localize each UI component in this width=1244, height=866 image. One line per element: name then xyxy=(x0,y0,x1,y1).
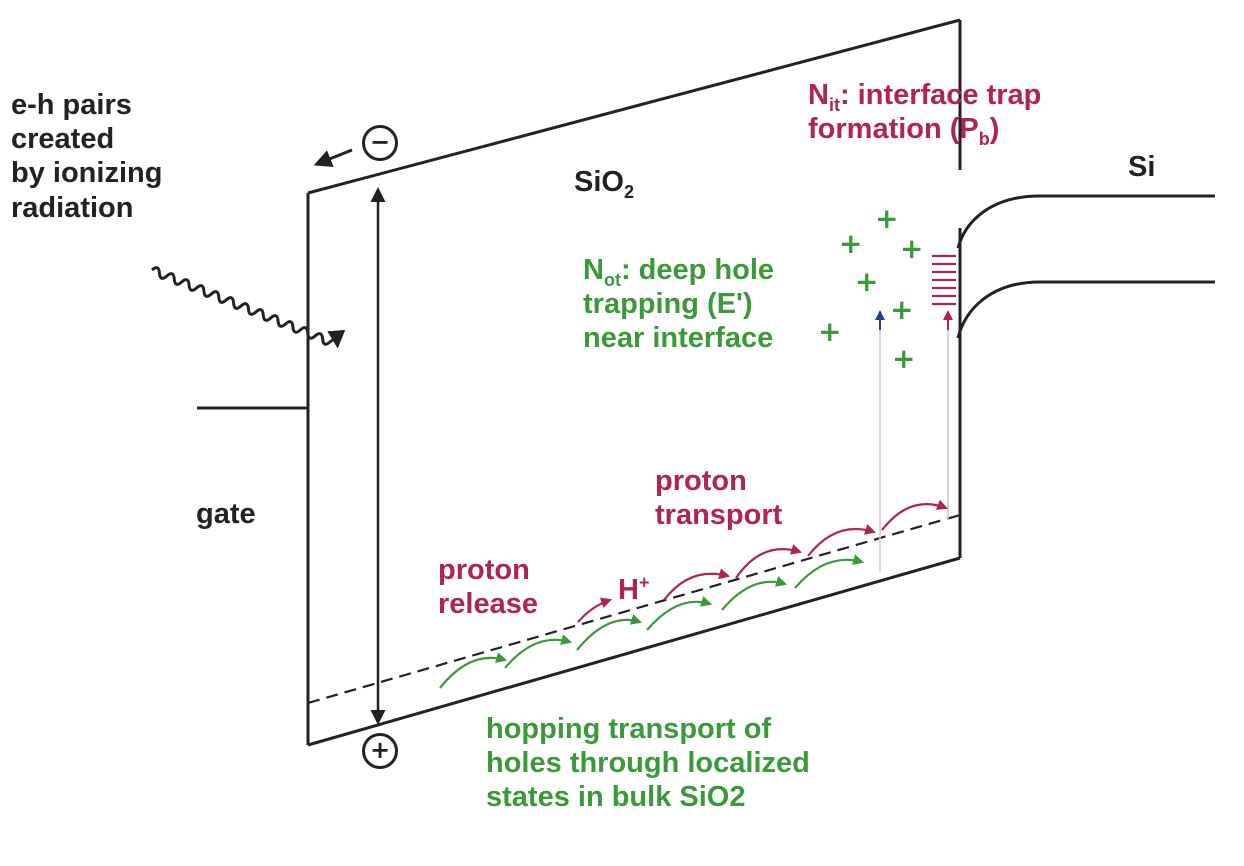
deep-hole-trapping-label: Not: deep hole trapping (E') near interf… xyxy=(583,254,775,355)
proton-transport-label: proton transport xyxy=(655,465,783,532)
oxide-valence-band xyxy=(307,556,961,747)
electron-charge-icon: − xyxy=(362,125,398,161)
interface-trap-label: Nit: interface trap formation (Pb) xyxy=(808,79,1042,150)
trapped-hole-plus-icon: + xyxy=(890,293,914,326)
radiation-wave-arrow xyxy=(151,266,346,349)
interface-trap-levels xyxy=(932,254,956,306)
silicon-valence-band xyxy=(956,280,1215,339)
trapped-hole-plus-icon: + xyxy=(875,202,899,235)
gate-label: gate xyxy=(196,498,256,530)
trapped-hole-plus-icon: + xyxy=(892,342,916,375)
trapped-hole-plus-icon: + xyxy=(855,265,879,298)
localized-state-level xyxy=(307,513,961,705)
oxide-conduction-band xyxy=(307,18,961,195)
hopping-transport-label: hopping transport of holes through local… xyxy=(486,713,810,814)
hole-hopping-arrows xyxy=(439,554,865,689)
trapped-hole-plus-icon: + xyxy=(818,315,842,348)
trapped-hole-plus-icon: + xyxy=(900,232,924,265)
proton-release-label: proton release xyxy=(438,554,538,621)
sio2-label: SiO2 xyxy=(574,166,634,202)
proton-hopping-arrows xyxy=(577,499,949,623)
silicon-conduction-band xyxy=(956,194,1215,249)
eh-pairs-label: e-h pairs created by ionizing radiation xyxy=(11,89,163,224)
hydrogen-ion-label: H+ xyxy=(618,572,650,606)
trapped-hole-plus-icon: + xyxy=(839,227,863,260)
electron-escape-arrow xyxy=(313,148,353,168)
hole-charge-icon: + xyxy=(362,733,398,769)
si-label: Si xyxy=(1128,151,1156,183)
